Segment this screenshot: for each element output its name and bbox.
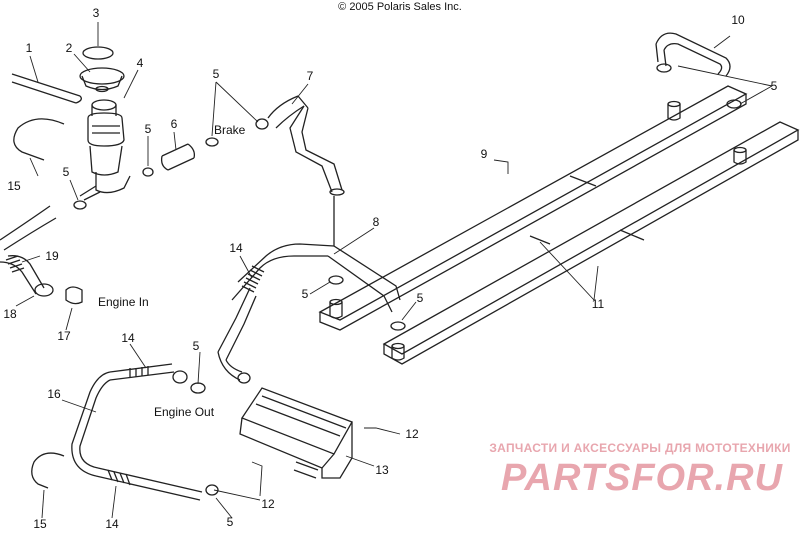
part-14-upper-hose: [217, 265, 265, 381]
callout-5-lower: 5: [227, 515, 234, 529]
part-10-rear-hose: [655, 32, 731, 77]
callout-4: 4: [137, 56, 144, 70]
callout-8: 8: [373, 215, 380, 229]
word-labels: Brake Engine In Engine Out: [98, 123, 246, 419]
part-15-spring-clamp-lower: [31, 452, 65, 489]
part-8-crossover-hose: [231, 196, 401, 313]
callout-3: 3: [93, 6, 100, 20]
part-11-cooler-rail-lower: [382, 121, 800, 365]
callout-13: 13: [375, 463, 389, 477]
label-brake: Brake: [214, 123, 246, 137]
callout-5-rear-clamps: 5: [771, 79, 778, 93]
callout-11: 11: [592, 297, 605, 311]
callout-14-middle: 14: [121, 331, 135, 345]
part-9-cooler-rail-upper: [318, 85, 748, 331]
watermark-tagline: ЗАПЧАСТИ И АКСЕССУАРЫ ДЛЯ МОТОТЕХНИКИ: [489, 441, 790, 455]
callout-6: 6: [171, 117, 178, 131]
callout-1: 1: [26, 41, 33, 55]
copyright-text: © 2005 Polaris Sales Inc.: [338, 1, 462, 13]
callout-7: 7: [307, 69, 314, 83]
callout-16: 16: [47, 387, 61, 401]
callout-14-upper: 14: [229, 241, 243, 255]
part-16-lower-hose: [71, 363, 203, 501]
callout-5-rail-left: 5: [302, 287, 309, 301]
part-2-pressure-cap: [79, 67, 125, 93]
leader-lines: [15, 22, 773, 519]
part-6-short-hose: [160, 143, 196, 171]
callout-17: 17: [57, 329, 71, 343]
rail-fittings: [329, 100, 747, 361]
callout-5-rail-right: 5: [417, 291, 424, 305]
watermark-logo: PARTSFOR.RU: [501, 457, 783, 499]
clamps: [73, 63, 742, 496]
part-1-vent-tube: [11, 73, 82, 104]
part-3-cap-seal: [82, 46, 114, 60]
callout-12-lower: 12: [261, 497, 275, 511]
callout-5-engine-out: 5: [193, 339, 200, 353]
callout-15-lower: 15: [33, 517, 47, 531]
callout-10: 10: [731, 13, 745, 27]
callout-18: 18: [3, 307, 17, 321]
callout-12-upper: 12: [405, 427, 419, 441]
callout-numbers: 1 2 3 4 5 5 6 5 7 8 9 10 5 11 5 5 14 5 1…: [3, 6, 777, 531]
part-17-clamp: [65, 286, 83, 305]
callout-2: 2: [66, 41, 73, 55]
part-19-hose-spring: [0, 205, 57, 295]
part-7-brake-hose: [267, 95, 345, 196]
callout-9: 9: [481, 147, 488, 161]
part-18-hose-end: [34, 283, 54, 297]
callout-5-bottle-clamp: 5: [145, 122, 152, 136]
callout-19: 19: [45, 249, 59, 263]
label-engine-out: Engine Out: [154, 405, 215, 419]
callout-5-brake-clamps: 5: [213, 67, 220, 81]
callout-5-bottle-outlet: 5: [63, 165, 70, 179]
callout-14-lower: 14: [105, 517, 119, 531]
callout-15-upper: 15: [7, 179, 21, 193]
part-13-oil-cooler: [239, 387, 353, 479]
watermark: ЗАПЧАСТИ И АКСЕССУАРЫ ДЛЯ МОТОТЕХНИКИ PA…: [489, 441, 790, 499]
label-engine-in: Engine In: [98, 295, 149, 309]
part-4-coolant-bottle: [79, 99, 131, 201]
part-15-spring-clamp-upper: [13, 118, 65, 161]
